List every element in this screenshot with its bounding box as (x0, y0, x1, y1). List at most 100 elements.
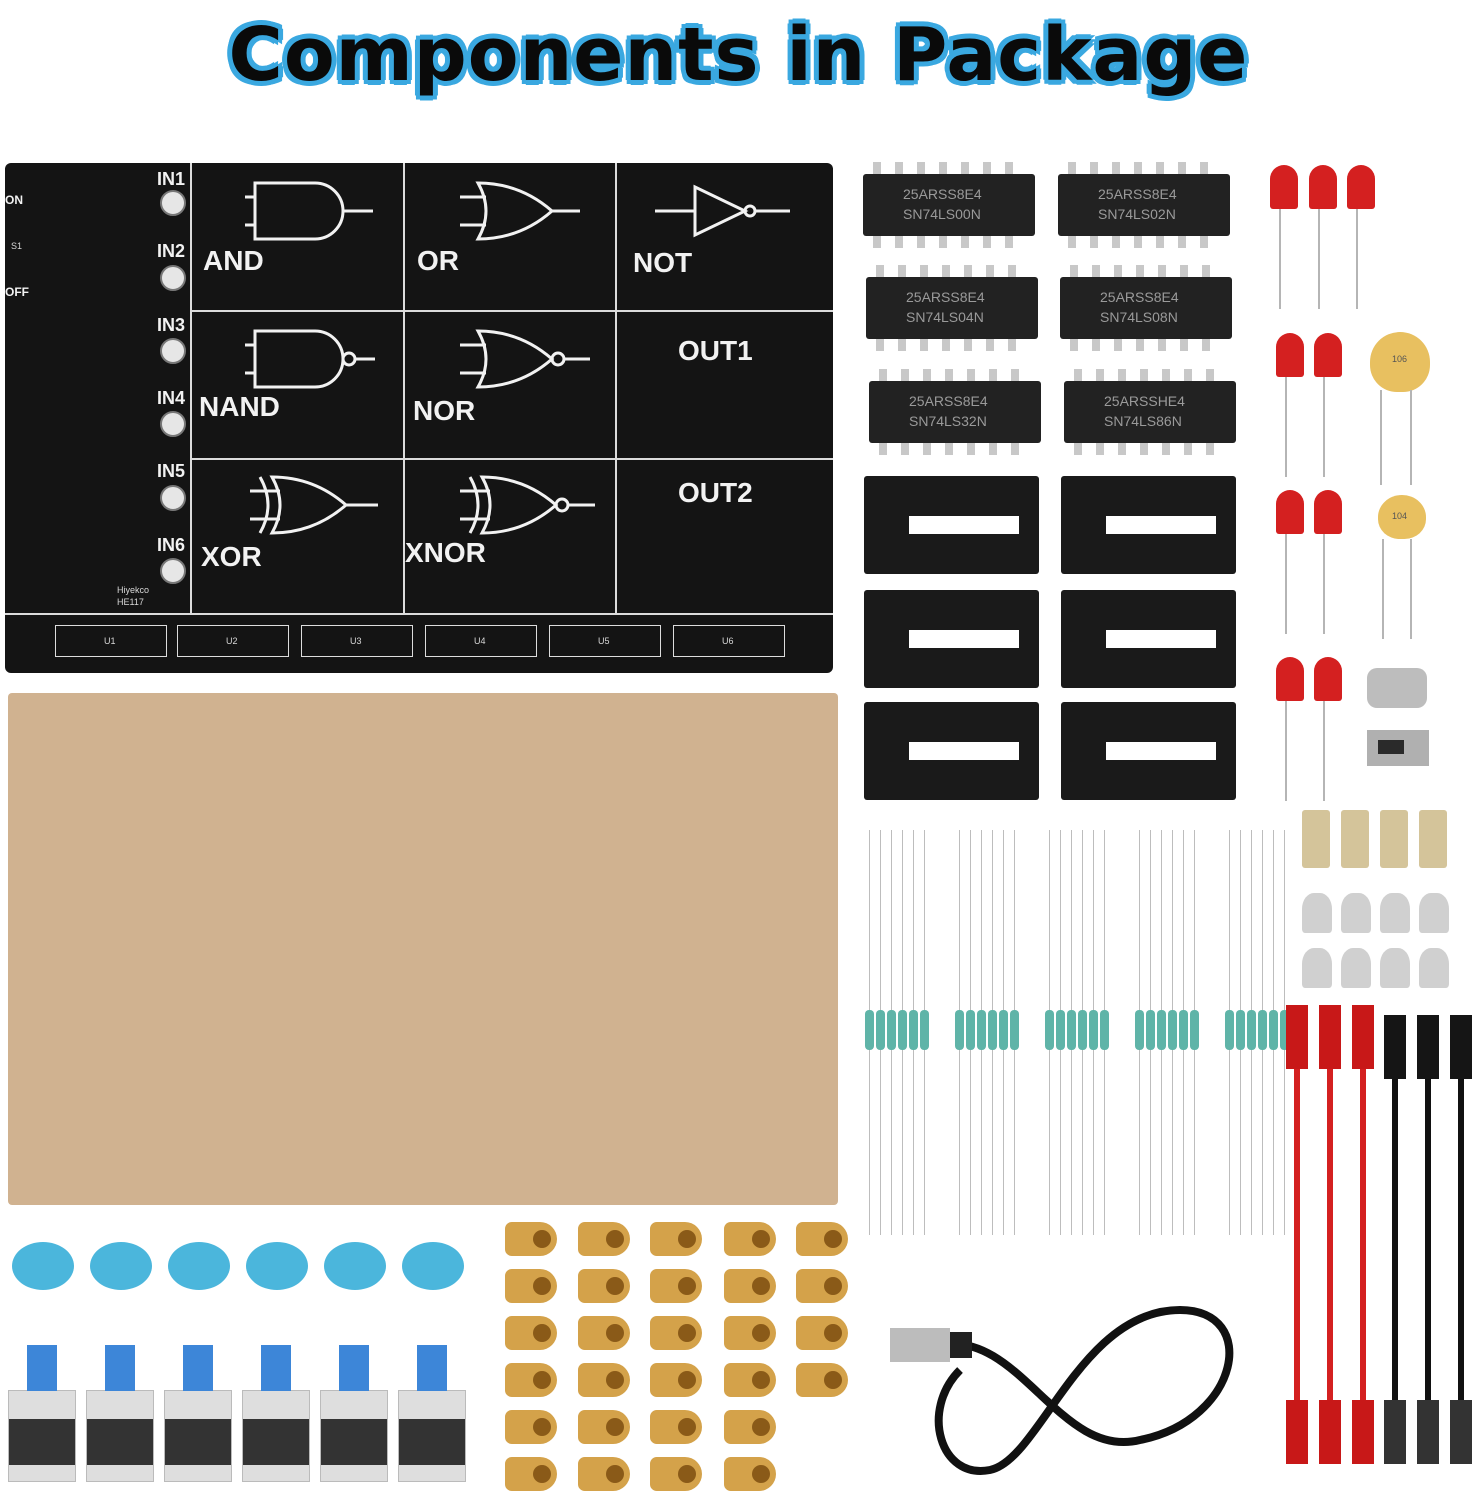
ic-slot: U1 (55, 625, 167, 657)
input-jack (160, 558, 186, 584)
led-leg (1356, 209, 1358, 309)
red-banana-plug (1319, 1005, 1341, 1069)
brass-sleeve (650, 1316, 702, 1350)
xnor-gate-symbol (460, 475, 595, 535)
brass-standoff (1341, 810, 1369, 868)
and-gate-symbol (245, 181, 373, 241)
brass-sleeve (650, 1363, 702, 1397)
brass-sleeve (505, 1222, 557, 1256)
led-leg (1279, 209, 1281, 309)
pcb-divider (615, 163, 617, 613)
red-led (1314, 490, 1342, 534)
ic-slot: U4 (425, 625, 537, 657)
screw (1419, 893, 1449, 933)
red-led (1276, 490, 1304, 534)
switch-label: S1 (11, 241, 23, 251)
ic-socket (864, 476, 1039, 574)
slide-switch-knob (1378, 740, 1404, 754)
resistor (1225, 1010, 1234, 1050)
capacitor-leg (1410, 539, 1412, 639)
brass-sleeve (796, 1269, 848, 1303)
xor-gate-symbol (250, 475, 378, 535)
resistor (1168, 1010, 1177, 1050)
input-jack (160, 190, 186, 216)
black-jumper-wire (1392, 1070, 1398, 1405)
resistor (1010, 1010, 1019, 1050)
screw (1341, 948, 1371, 988)
brass-sleeve (578, 1410, 630, 1444)
gate-label-nand: NAND (199, 391, 280, 422)
gate-label-nor: NOR (413, 395, 476, 426)
gate-label-xnor: XNOR (405, 537, 486, 568)
black-banana-plug (1384, 1400, 1406, 1464)
black-jumper-wire (1425, 1070, 1431, 1405)
pcb-board: ON OFF S1 IN1 IN2 IN3 IN4 IN5 IN6 AND OR… (5, 163, 833, 673)
brass-standoff (1419, 810, 1447, 868)
resistor (966, 1010, 975, 1050)
capacitor-leg (1380, 390, 1382, 485)
red-jumper-wire (1294, 1060, 1300, 1405)
screw (1380, 948, 1410, 988)
brass-sleeve (578, 1363, 630, 1397)
resistor (1135, 1010, 1144, 1050)
brass-sleeve (505, 1269, 557, 1303)
resistor (920, 1010, 929, 1050)
button-cap (168, 1242, 230, 1290)
resistor (955, 1010, 964, 1050)
led-leg (1323, 701, 1325, 801)
resistor (1190, 1010, 1199, 1050)
brass-sleeve (724, 1457, 776, 1491)
input-label-3: IN3 (157, 315, 186, 335)
button-cap (402, 1242, 464, 1290)
brass-sleeve (578, 1269, 630, 1303)
output-label-1: OUT1 (678, 335, 753, 366)
brass-sleeve (578, 1457, 630, 1491)
push-switch (242, 1345, 310, 1482)
screw (1302, 893, 1332, 933)
input-jack (160, 485, 186, 511)
input-jack (160, 411, 186, 437)
resistor (999, 1010, 1008, 1050)
brass-standoff (1380, 810, 1408, 868)
red-led (1347, 165, 1375, 209)
nand-gate-symbol (245, 329, 375, 389)
resistor (1078, 1010, 1087, 1050)
capacitor-leg (1382, 539, 1384, 639)
pcb-divider (190, 310, 833, 312)
resistor (865, 1010, 874, 1050)
ic-slot: U2 (177, 625, 289, 657)
resistor (1089, 1010, 1098, 1050)
power-off-label: OFF (5, 285, 29, 299)
ic-slot: U5 (549, 625, 661, 657)
button-cap (246, 1242, 308, 1290)
ceramic-capacitor: 106 (1370, 332, 1430, 392)
led-leg (1323, 377, 1325, 477)
brass-standoff (1302, 810, 1330, 868)
resistor (1236, 1010, 1245, 1050)
output-label-2: OUT2 (678, 477, 753, 508)
led-leg (1318, 209, 1320, 309)
nor-gate-symbol (460, 329, 590, 389)
button-cap (324, 1242, 386, 1290)
led-leg (1285, 377, 1287, 477)
brass-sleeve (796, 1316, 848, 1350)
brass-sleeve (724, 1363, 776, 1397)
red-led (1276, 333, 1304, 377)
black-banana-plug (1450, 1400, 1472, 1464)
black-banana-plug (1384, 1015, 1406, 1079)
resistor (1067, 1010, 1076, 1050)
led-leg (1323, 534, 1325, 634)
led-leg (1285, 701, 1287, 801)
ic-socket (1061, 590, 1236, 688)
input-jack (160, 265, 186, 291)
input-jack (160, 338, 186, 364)
gate-label-not: NOT (633, 247, 693, 278)
led-leg (1285, 534, 1287, 634)
screw (1380, 893, 1410, 933)
screw (1341, 893, 1371, 933)
red-led (1314, 657, 1342, 701)
